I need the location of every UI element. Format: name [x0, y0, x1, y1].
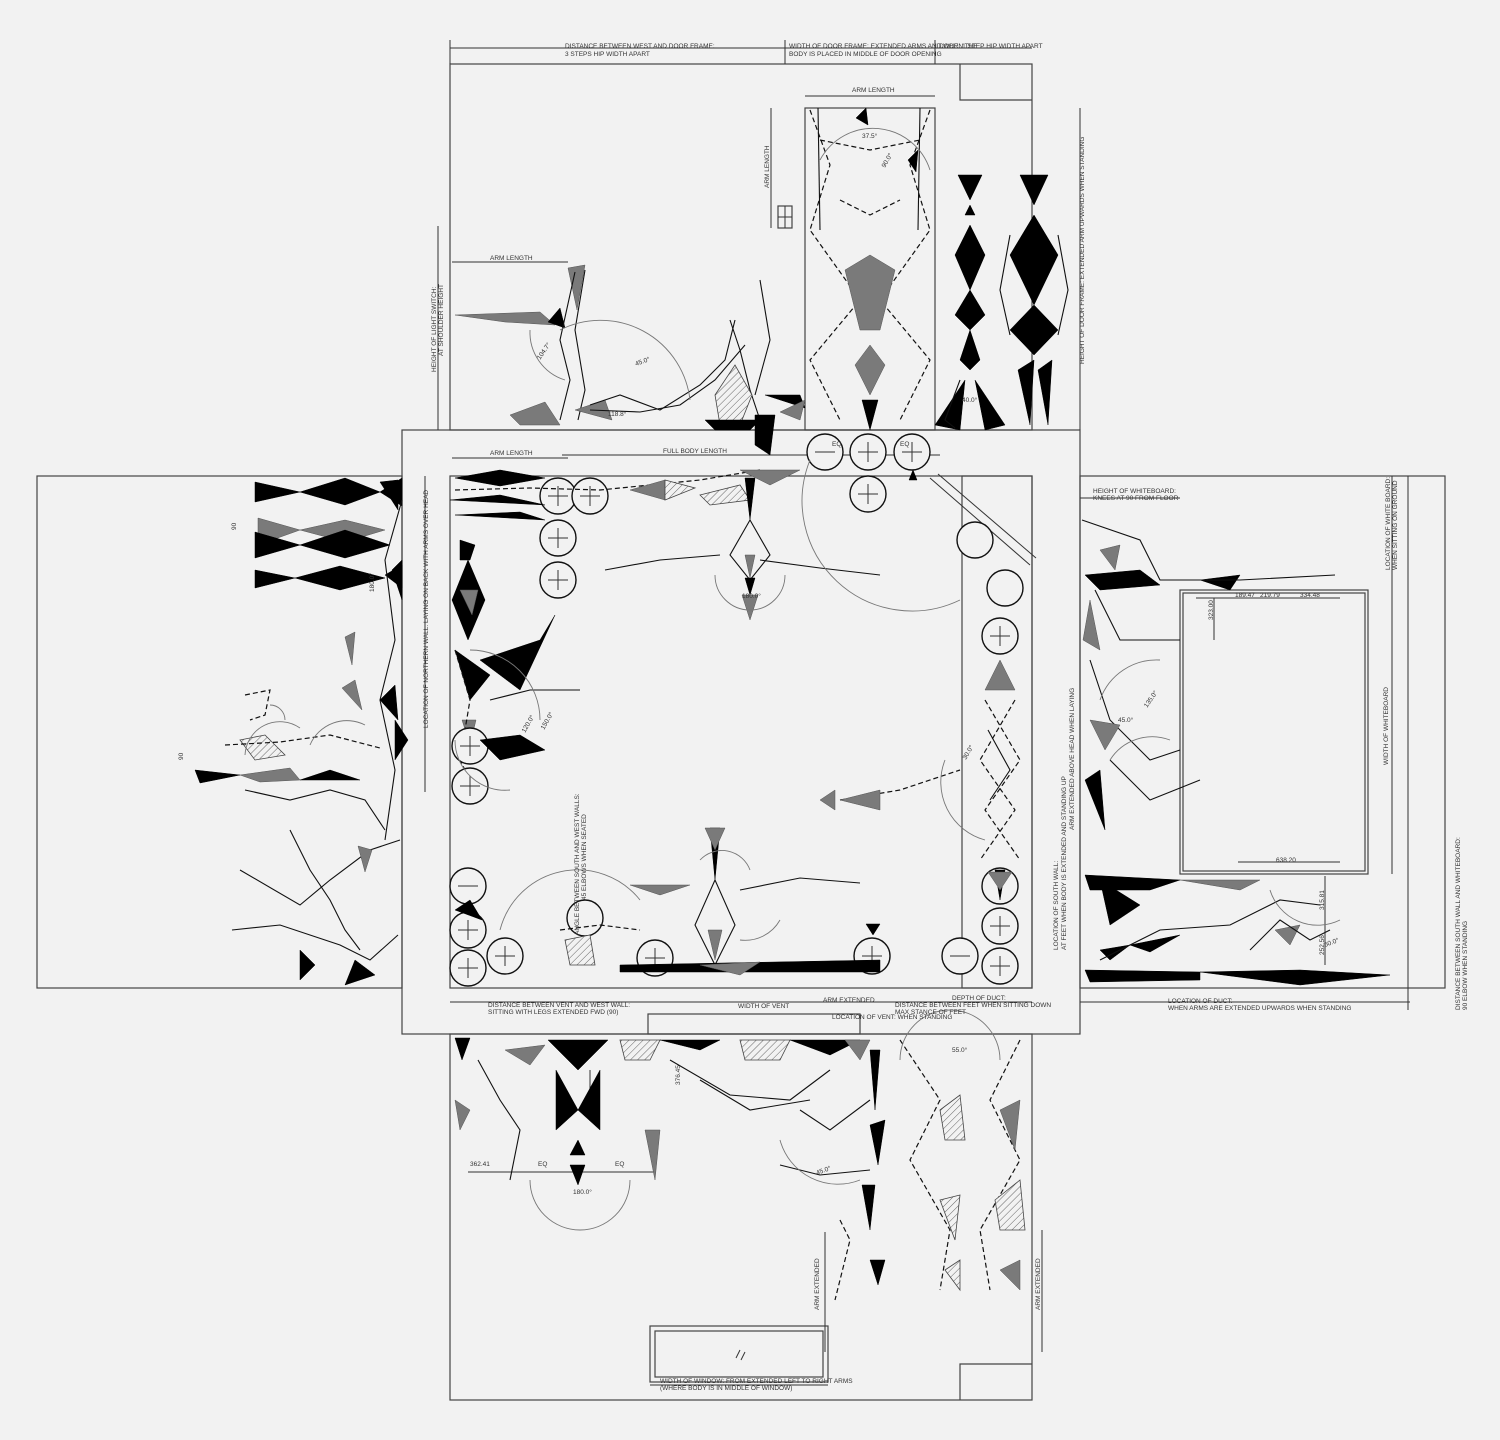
south-corner-notch	[959, 1363, 1032, 1400]
label-width-vent: WIDTH OF VENT	[738, 1003, 789, 1010]
dim-189: 189.47	[1235, 592, 1255, 599]
duct-diagonal	[929, 477, 1031, 566]
angle-90-west-top: 90	[231, 522, 238, 530]
dim-334: 334.48	[1300, 592, 1320, 599]
east-figures	[1081, 519, 1391, 986]
east-strip	[961, 475, 1033, 989]
label-eq-top-left: EQ	[832, 441, 841, 448]
label-width-door-frame: WIDTH OF DOOR FRAME: EXTENDED ARMS AND W…	[789, 43, 978, 50]
whiteboard-inner	[1182, 592, 1366, 872]
label-distance-vent-west: DISTANCE BETWEEN VENT AND WEST WALL:	[488, 1002, 630, 1009]
figure-head	[957, 174, 983, 201]
south-figures	[454, 1009, 1026, 1361]
label-arm-extended-above: ARM EXTENDED ABOVE HEAD WHEN LAYING	[1069, 688, 1076, 830]
annotation-labels: DISTANCE BETWEEN WEST AND DOOR FRAME: 3 …	[423, 43, 1469, 1392]
label-body-middle-door: BODY IS PLACED IN MIDDLE OF DOOR OPENING	[789, 51, 942, 58]
label-distance-feet: DISTANCE BETWEEN FEET WHEN SITTING DOWN	[895, 1002, 1051, 1009]
label-arm-extended-right: ARM EXTENDED	[1035, 1258, 1042, 1310]
dim-252: 252.56	[1319, 935, 1326, 955]
label-width-window: WIDTH OF WINDOW: FROM EXTENDED LEFT TO R…	[660, 1378, 853, 1385]
label-location-duct: LOCATION OF DUCT:	[1168, 998, 1233, 1005]
label-distance-south-whiteboard: DISTANCE BETWEEN SOUTH WALL AND WHITEBOA…	[1455, 837, 1462, 1010]
label-location-south-wall: LOCATION OF SOUTH WALL:	[1053, 861, 1060, 950]
label-max-stance: MAX STANCE OF FEET	[895, 1009, 966, 1016]
label-arm-extended: ARM EXTENDED	[823, 997, 875, 1004]
label-shoulder-height: AT SHOULDER HEIGHT	[438, 284, 445, 356]
dim-376: 376.45	[675, 1065, 682, 1085]
label-angle-south-west: ANGLE BETWEEN SOUTH AND WEST WALLS:	[574, 793, 581, 935]
dimension-lines	[424, 40, 1410, 1386]
angle-120: 120.0°	[520, 713, 537, 734]
window-outline	[649, 1325, 829, 1383]
label-eq-left: EQ	[538, 1161, 547, 1168]
label-full-body-length: FULL BODY LENGTH	[663, 448, 727, 455]
dim-323: 323.00	[1208, 600, 1215, 620]
angle-37: 37.5°	[862, 132, 878, 140]
north-corner-notch	[959, 64, 1032, 101]
dim-362: 362.41	[470, 1161, 490, 1168]
label-arm-length-top: ARM LENGTH	[852, 87, 895, 94]
label-when-sitting: WHEN SITTING ON GROUND	[1392, 480, 1399, 570]
central-room-inner	[449, 475, 1033, 989]
dim-219: 219.79	[1260, 592, 1280, 599]
window-inner	[654, 1330, 824, 1378]
south-panel	[449, 1033, 1033, 1401]
dimension-values: 362.41 638.20 315.81 252.56 323.00 189.4…	[178, 132, 1340, 1196]
angle-55: 55.0°	[952, 1046, 968, 1054]
angle-118: 118.8°	[608, 410, 627, 418]
label-arm-extended-lower: ARM EXTENDED	[814, 1258, 821, 1310]
label-hip-width: 3 STEPS HIP WIDTH APART	[565, 51, 650, 58]
label-knees-90: KNEES AT 90 FROM FLOOR	[1093, 495, 1179, 502]
angle-180-west: 180.0°	[368, 573, 376, 592]
label-arm-length-vertical: ARM LENGTH	[764, 145, 771, 188]
label-height-door-frame: HEIGHT OF DOOR FRAME: EXTENDED ARM UPWAR…	[1079, 137, 1086, 364]
angle-135: 135.0°	[1142, 689, 1160, 709]
angle-arc	[819, 127, 931, 171]
label-distance-west-door: DISTANCE BETWEEN WEST AND DOOR FRAME:	[565, 43, 715, 50]
angle-45-north: 45.0°	[634, 355, 651, 368]
label-depth-duct: DEPTH OF DUCT:	[952, 995, 1006, 1002]
label-width-whiteboard: WIDTH OF WHITEBOARD	[1383, 687, 1390, 765]
angle-40: 40.0°	[962, 396, 978, 404]
label-when-seated: 45 ELBOWS WHEN SEATED	[581, 814, 588, 900]
label-door-1-step: DOOR: 1 STEP HIP WIDTH APART	[939, 43, 1043, 50]
angle-90-west-bottom: 90	[178, 752, 185, 760]
label-eq-top-right: EQ	[900, 441, 909, 448]
west-figures	[194, 477, 409, 986]
label-at-feet: AT FEET WHEN BODY IS EXTENDED AND STANDI…	[1061, 776, 1068, 950]
angle-30: 30.0°	[961, 743, 976, 761]
label-location-vent: LOCATION OF VENT: WHEN STANDING	[832, 1014, 952, 1021]
label-location-whiteboard: LOCATION OF WHITE BOARD:	[1385, 477, 1392, 570]
north-figures	[454, 107, 1069, 456]
room-outline	[36, 63, 1446, 1401]
angle-150: 150.0°	[539, 710, 556, 731]
angle-90-door: 90.0°	[880, 151, 895, 169]
vent-outline	[647, 1013, 861, 1035]
label-arm-length-inner: ARM LENGTH	[490, 450, 533, 457]
label-elbow-standing: 90 ELBOW WHEN STANDING	[1462, 921, 1469, 1010]
label-eq-right: EQ	[615, 1161, 624, 1168]
label-duct-arms: WHEN ARMS ARE EXTENDED UPWARDS WHEN STAN…	[1168, 1005, 1351, 1012]
east-panel	[1079, 475, 1446, 989]
dim-638: 638.20	[1276, 857, 1296, 864]
label-height-light-switch: HEIGHT OF LIGHT SWITCH:	[431, 286, 438, 372]
angle-180-south: 180.0°	[573, 1188, 592, 1196]
angle-45-east: 45.0°	[1118, 716, 1134, 724]
label-height-whiteboard: HEIGHT OF WHITEBOARD:	[1093, 488, 1176, 495]
dim-315: 315.81	[1319, 890, 1326, 910]
label-sitting-legs: SITTING WITH LEGS EXTENDED FWD (90)	[488, 1009, 618, 1016]
central-figures	[449, 433, 1024, 987]
angle-104: 104.7°	[535, 341, 553, 361]
whiteboard-outline	[1179, 589, 1369, 875]
label-arm-length-left: ARM LENGTH	[490, 255, 533, 262]
label-body-middle-window: (WHERE BODY IS IN MIDDLE OF WINDOW)	[660, 1385, 792, 1392]
angle-180-center: 180.0°	[742, 592, 761, 600]
label-location-north-wall: LOCATION OF NORTHERN WALL: LAYING ON BAC…	[423, 490, 430, 728]
